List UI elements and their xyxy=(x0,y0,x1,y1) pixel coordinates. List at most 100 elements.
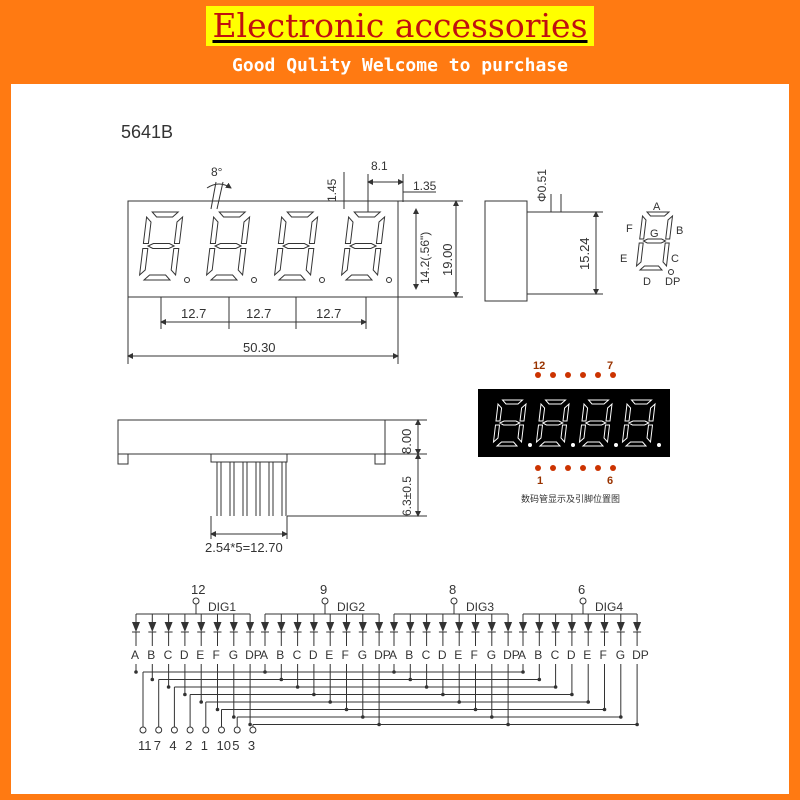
diode-icon xyxy=(375,622,384,632)
segment-4 xyxy=(492,424,501,444)
pitch-label-3: 12.7 xyxy=(316,306,341,321)
segment-label: G xyxy=(229,648,238,662)
diode-icon xyxy=(455,622,464,632)
front-digit-4 xyxy=(340,211,386,281)
segment-5 xyxy=(344,215,354,244)
segment-6 xyxy=(213,243,243,249)
pin-6-label: 6 xyxy=(607,475,613,487)
segment-3 xyxy=(209,274,239,281)
segment-5 xyxy=(209,215,219,244)
black-dp-1 xyxy=(528,443,532,447)
segment-0 xyxy=(544,399,567,405)
output-pin-label: 10 xyxy=(217,738,231,753)
segment-6 xyxy=(627,420,650,426)
digit-name-label: DIG4 xyxy=(595,600,623,614)
segment-label: DP xyxy=(245,648,262,662)
segment-label: C xyxy=(164,648,173,662)
output-pin-label: 5 xyxy=(232,738,239,753)
common-pin-label: 12 xyxy=(191,582,205,597)
diode-icon xyxy=(342,622,351,632)
legend-label-a: A xyxy=(653,201,661,213)
segment-4 xyxy=(578,424,587,444)
segment-0 xyxy=(587,399,610,405)
segment-3 xyxy=(581,441,605,447)
pin-dot-top-2 xyxy=(550,372,556,378)
segment-6 xyxy=(584,420,607,426)
output-pin-label: 1 xyxy=(201,738,208,753)
segment-6 xyxy=(281,243,311,249)
diagram-panel: 5641B 8° 8.1 1.45 1.35 14.2(.56") 19.00 … xyxy=(11,84,789,794)
output-pin-node xyxy=(186,726,194,734)
pin-length-label: 6.3±0.5 xyxy=(400,476,414,516)
segment-3 xyxy=(495,441,519,447)
segment-dim-2-label: 1.35 xyxy=(413,179,437,193)
segment-dim-label: 1.45 xyxy=(325,178,339,202)
segment-2 xyxy=(603,424,611,444)
output-pin-label: 4 xyxy=(169,738,176,753)
segment-label: A xyxy=(260,648,268,662)
diode-icon xyxy=(293,622,302,632)
segment-label: C xyxy=(293,648,302,662)
segment-4 xyxy=(273,248,284,277)
legend-dp-dot xyxy=(668,269,674,275)
diode-icon xyxy=(197,622,206,632)
banner-subtitle: Good Qulity Welcome to purchase xyxy=(232,55,568,76)
segment-label: G xyxy=(616,648,625,662)
segment-2 xyxy=(305,248,315,277)
black-dp-3 xyxy=(614,443,618,447)
bottom-view-pins xyxy=(216,462,287,516)
segment-label: F xyxy=(213,648,220,662)
segment-1 xyxy=(519,402,527,422)
front-dp-1 xyxy=(184,277,190,283)
segment-label: G xyxy=(358,648,367,662)
angle-label: 8° xyxy=(211,165,223,179)
diode-icon xyxy=(535,622,544,632)
segment-4 xyxy=(535,424,544,444)
pin-dots-bottom xyxy=(535,465,616,471)
segment-label: C xyxy=(551,648,560,662)
segment-6 xyxy=(146,243,176,249)
segment-4 xyxy=(138,248,149,277)
banner-title: Electronic accessories xyxy=(0,6,800,46)
black-dp-2 xyxy=(571,443,575,447)
segment-3 xyxy=(638,265,664,271)
digit-name-label: DIG1 xyxy=(208,600,236,614)
segment-label: E xyxy=(325,648,333,662)
diode-icon xyxy=(246,622,255,632)
common-pin-node xyxy=(450,597,458,605)
segment-1 xyxy=(308,215,319,244)
segment-1 xyxy=(240,215,251,244)
segment-4 xyxy=(340,248,351,277)
segment-6 xyxy=(498,420,521,426)
diode-icon xyxy=(487,622,496,632)
segment-6 xyxy=(642,238,667,244)
output-pin-node xyxy=(233,726,241,734)
output-pin-node xyxy=(202,726,210,734)
body-depth-label: 8.00 xyxy=(399,429,414,454)
diode-icon xyxy=(584,622,593,632)
junction-dot xyxy=(215,707,220,712)
diode-icon xyxy=(519,622,527,632)
diode-icon xyxy=(213,622,222,632)
junction-dot xyxy=(199,700,203,704)
digit-width-label: 8.1 xyxy=(371,159,388,173)
bottom-body xyxy=(117,419,386,455)
model-label: 5641B xyxy=(121,122,173,142)
output-pin-node xyxy=(218,726,225,734)
diode-icon xyxy=(358,622,367,632)
legend-label-g: G xyxy=(650,228,659,240)
segment-label: D xyxy=(438,648,447,662)
segment-0 xyxy=(218,211,247,218)
diode-icon xyxy=(406,622,415,632)
pin-dot-top-4 xyxy=(580,372,586,378)
digit-name-label: DIG2 xyxy=(337,600,365,614)
diode-icon xyxy=(616,622,625,632)
pin-7-label: 7 xyxy=(607,360,613,372)
output-pin-node xyxy=(249,726,257,734)
segment-4 xyxy=(621,424,630,444)
pin-1-label: 1 xyxy=(537,475,543,487)
diode-icon xyxy=(261,622,269,632)
segment-6 xyxy=(541,420,564,426)
